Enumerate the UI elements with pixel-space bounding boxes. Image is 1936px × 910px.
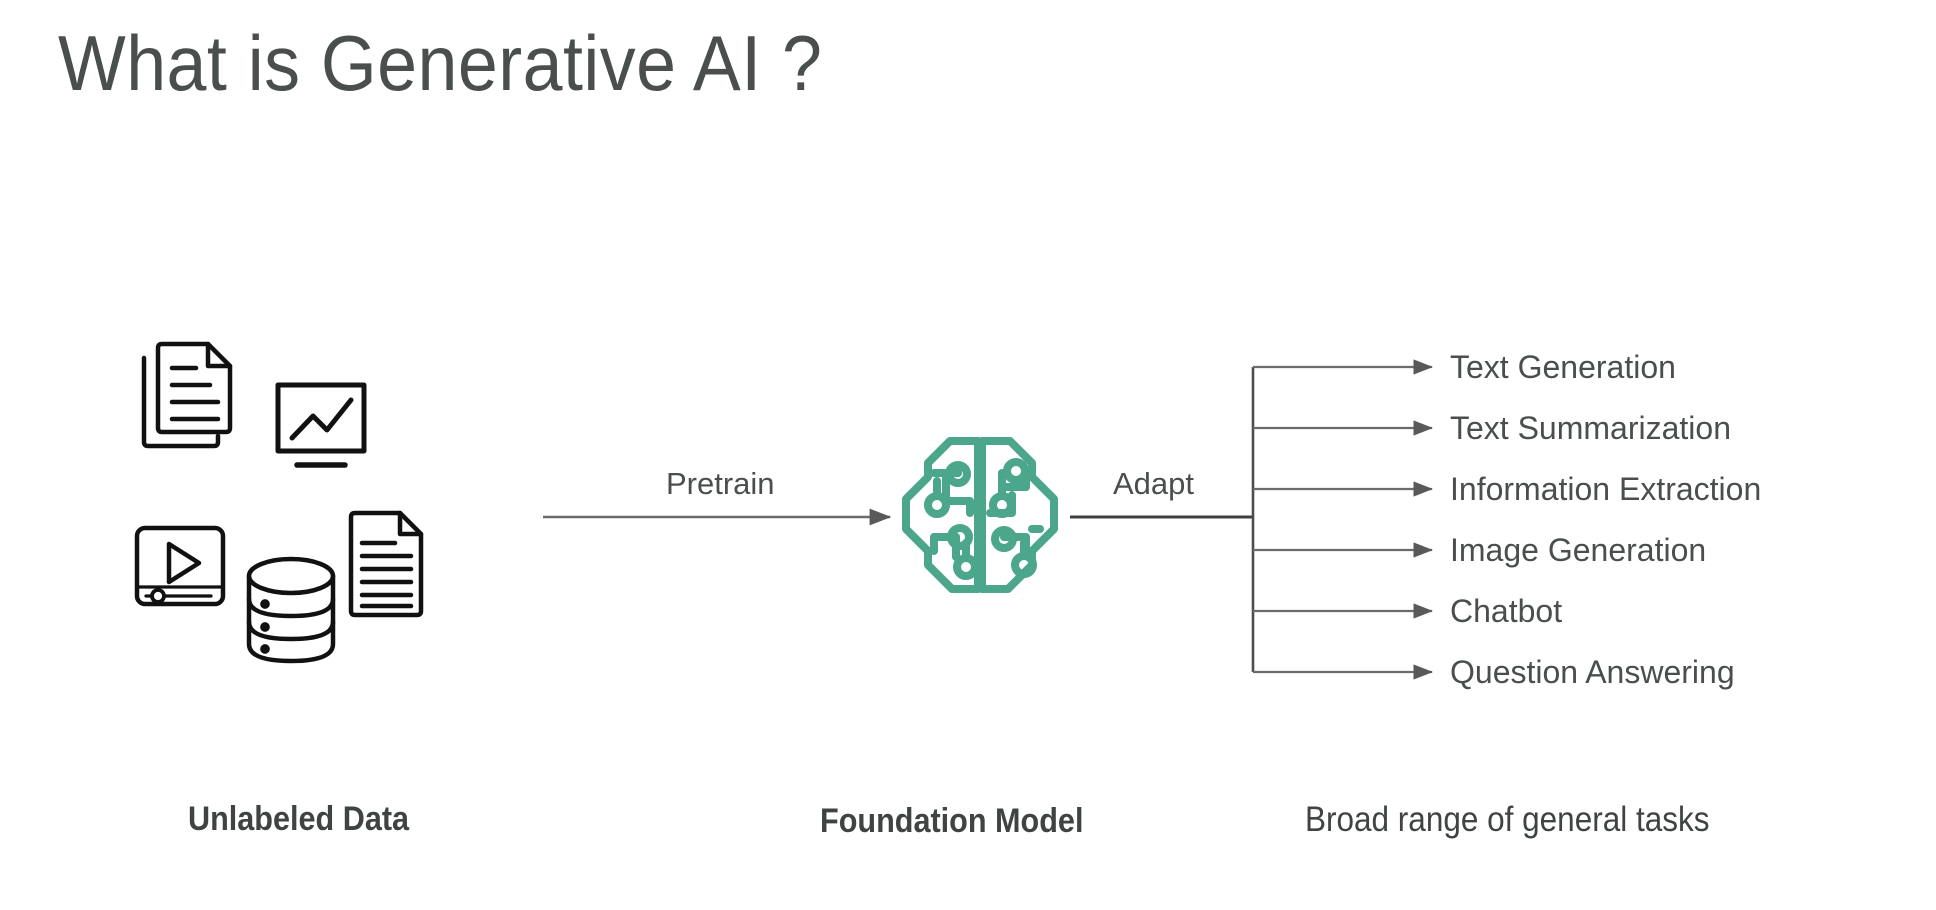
task-text-summarization: Text Summarization: [1450, 410, 1731, 446]
ai-brain-circuit-icon: [890, 425, 1070, 605]
page-title: What is Generative AI ?: [58, 19, 823, 107]
video-player-icon: [134, 525, 226, 612]
adapt-label: Adapt: [1113, 466, 1195, 501]
documents-stack-icon: [140, 340, 240, 455]
caption-broad-range: Broad range of general tasks: [1305, 800, 1710, 839]
chart-monitor-icon: [275, 382, 367, 477]
pretrain-label: Pretrain: [666, 466, 775, 501]
input-icon-cluster: [134, 340, 540, 680]
task-question-answering: Question Answering: [1450, 654, 1735, 690]
output-branch-arrows: [1253, 359, 1434, 680]
task-information-extraction: Information Extraction: [1450, 471, 1762, 507]
document-icon: [345, 510, 425, 623]
database-icon: [245, 555, 337, 670]
task-image-generation: Image Generation: [1450, 532, 1707, 568]
task-chatbot: Chatbot: [1450, 593, 1563, 629]
caption-foundation-model: Foundation Model: [820, 802, 1084, 840]
caption-unlabeled-data: Unlabeled Data: [188, 800, 410, 838]
task-text-generation: Text Generation: [1450, 349, 1676, 385]
